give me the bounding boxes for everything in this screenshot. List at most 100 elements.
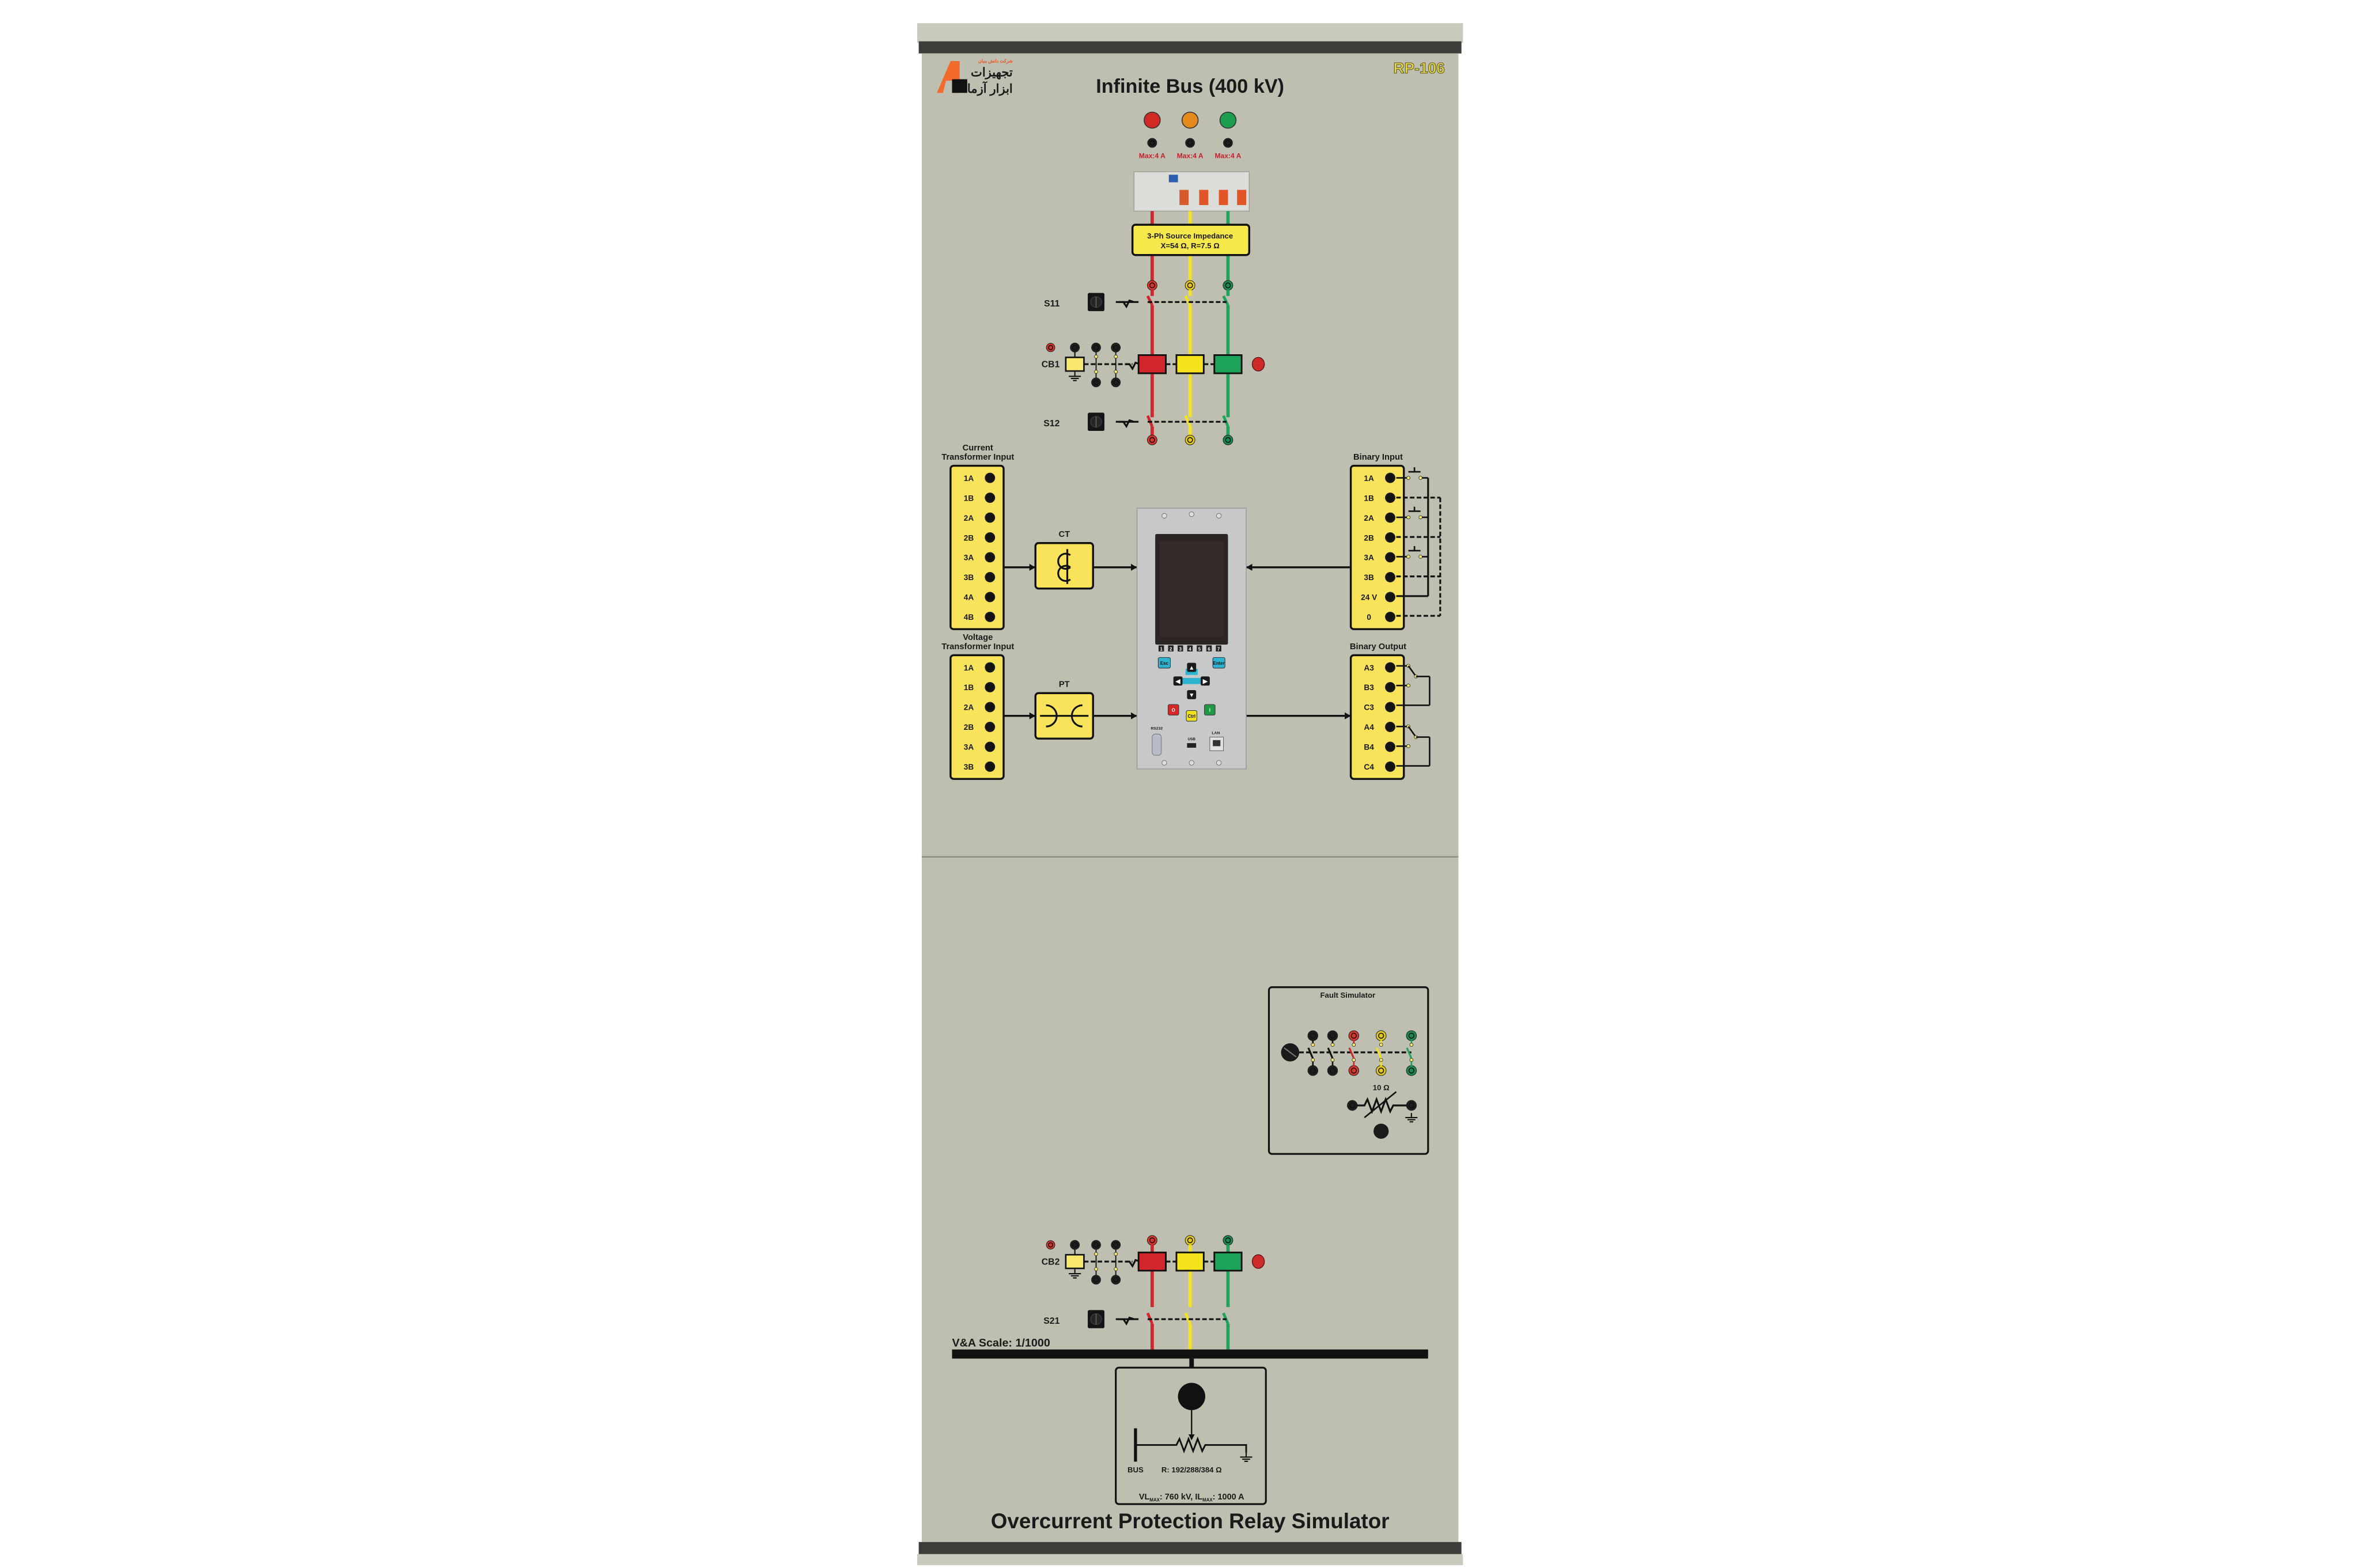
s11-top-socket-l2[interactable] — [1185, 280, 1195, 291]
fault-socket-bottom-1[interactable] — [1307, 1065, 1319, 1076]
fault-socket-top-2[interactable] — [1327, 1030, 1338, 1041]
fault-socket-bottom-4[interactable] — [1376, 1065, 1387, 1076]
fault-socket-bottom-3[interactable] — [1348, 1065, 1360, 1076]
s12-bottom-socket-l1[interactable] — [1146, 434, 1157, 445]
relay-ctrl-button[interactable] — [1186, 710, 1198, 722]
cb1-pole-l1[interactable] — [1137, 354, 1167, 374]
ct-input-terminal-1a[interactable] — [985, 472, 996, 483]
fault-resistor-socket-2[interactable] — [1406, 1100, 1417, 1111]
cb2-pole-l1[interactable] — [1137, 1251, 1167, 1272]
breaker-toggle[interactable] — [1179, 190, 1189, 205]
vt-input-terminal-2b[interactable] — [985, 721, 996, 732]
cb2-top-socket-l3[interactable] — [1223, 1235, 1233, 1246]
cb2-lamp-socket[interactable] — [1046, 1240, 1055, 1249]
binary-input-terminal-3a[interactable] — [1385, 552, 1395, 563]
binary-output-terminal-a4[interactable] — [1385, 721, 1395, 732]
relay-arrow-left-button[interactable] — [1173, 676, 1183, 686]
cb2-aux-socket-2[interactable] — [1111, 1240, 1121, 1250]
fuse-socket-l1[interactable] — [1147, 138, 1157, 148]
binary-input-terminal-24v[interactable] — [1385, 592, 1395, 603]
protection-relay[interactable]: ▲▼◀▶ — [1136, 507, 1247, 770]
vt-input-terminal-3b[interactable] — [985, 761, 996, 772]
fault-socket-top-1[interactable] — [1307, 1030, 1319, 1041]
socket-body — [1146, 280, 1157, 291]
vt-input-terminal-1b[interactable] — [985, 682, 996, 692]
ct-input-terminal-3b[interactable] — [985, 571, 996, 582]
relay-arrow-right-button[interactable] — [1201, 676, 1210, 686]
cb1-aux-socket-4[interactable] — [1111, 377, 1121, 388]
relay-close-button[interactable] — [1204, 704, 1216, 715]
fuse-socket-l2[interactable] — [1185, 138, 1195, 148]
load-resistance-label: R: 192/288/384 Ω — [1161, 1465, 1222, 1474]
relay-arrow-up-button[interactable] — [1187, 662, 1197, 672]
cb1-aux-socket-1[interactable] — [1091, 342, 1101, 353]
fault-simulator-title: Fault Simulator — [1320, 991, 1375, 999]
binary-output-terminal-c3[interactable] — [1385, 702, 1395, 713]
ct-input-terminal-4a[interactable] — [985, 592, 996, 603]
relay-arrow-down-button[interactable] — [1187, 690, 1197, 699]
load-selector-knob[interactable] — [1178, 1383, 1205, 1410]
cb1-coil-socket[interactable] — [1070, 342, 1080, 353]
main-circuit-breaker[interactable] — [1133, 171, 1250, 212]
fault-socket-bottom-5[interactable] — [1406, 1065, 1417, 1076]
fault-resistor-knob[interactable] — [1373, 1123, 1389, 1139]
vt-input-terminal-1a[interactable] — [985, 662, 996, 673]
ct-input-terminal-2a[interactable] — [985, 512, 996, 523]
fault-ground-icon — [1405, 1113, 1418, 1123]
binary-input-terminal-2b[interactable] — [1385, 532, 1395, 543]
socket-body — [985, 741, 996, 752]
s21-rotary-switch[interactable] — [1088, 1310, 1104, 1328]
binary-input-terminal-1a[interactable] — [1385, 472, 1395, 483]
s12-bottom-socket-l2[interactable] — [1185, 434, 1195, 445]
binary-input-terminal-1b[interactable] — [1385, 493, 1395, 503]
s11-top-socket-l3[interactable] — [1223, 280, 1233, 291]
relay-open-button[interactable] — [1167, 704, 1179, 715]
binary-output-terminal-b4[interactable] — [1385, 741, 1395, 752]
cb1-pole-l3[interactable] — [1213, 354, 1243, 374]
breaker-toggle[interactable] — [1237, 190, 1247, 205]
vt-input-terminal-2a[interactable] — [985, 702, 996, 713]
binary-input-terminal-3b[interactable] — [1385, 571, 1395, 582]
relay-esc-button[interactable] — [1157, 657, 1171, 669]
fault-selector-knob[interactable] — [1281, 1043, 1300, 1062]
cb2-coil-socket[interactable] — [1070, 1240, 1080, 1250]
binary-output-terminal-a3[interactable] — [1385, 662, 1395, 673]
fault-socket-top-4[interactable] — [1376, 1030, 1387, 1041]
cb1-pole-l2[interactable] — [1175, 354, 1205, 374]
ct-input-terminal-2b[interactable] — [985, 532, 996, 543]
binary-output-terminal-c4[interactable] — [1385, 761, 1395, 772]
s11-rotary-switch[interactable] — [1088, 293, 1104, 312]
breaker-toggle[interactable] — [1219, 190, 1228, 205]
cb2-aux-socket-3[interactable] — [1091, 1275, 1101, 1285]
cb1-lamp-socket[interactable] — [1046, 343, 1055, 353]
fuse-socket-l3[interactable] — [1223, 138, 1233, 148]
binary-output-terminal-b3[interactable] — [1385, 682, 1395, 692]
cb1-aux-socket-2[interactable] — [1111, 342, 1121, 353]
fault-resistor-socket-1[interactable] — [1347, 1100, 1358, 1111]
cb2-top-socket-l1[interactable] — [1146, 1235, 1157, 1246]
fault-socket-top-3[interactable] — [1348, 1030, 1360, 1041]
cb2-pole-l2[interactable] — [1175, 1251, 1205, 1272]
ct-input-terminal-3a[interactable] — [985, 552, 996, 563]
socket-hole — [987, 704, 993, 710]
ct-input-terminal-1b[interactable] — [985, 493, 996, 503]
breaker-toggle[interactable] — [1199, 190, 1209, 205]
s12-bottom-socket-l3[interactable] — [1223, 434, 1233, 445]
s11-top-socket-l1[interactable] — [1146, 280, 1157, 291]
vt-input-terminal-label: 3B — [964, 763, 974, 771]
vt-input-terminal-3a[interactable] — [985, 741, 996, 752]
binary-input-terminal-2a[interactable] — [1385, 512, 1395, 523]
s12-rotary-switch[interactable] — [1088, 412, 1104, 431]
cb2-aux-socket-1[interactable] — [1091, 1240, 1101, 1250]
relay-enter-button[interactable] — [1212, 657, 1225, 669]
ct-input-terminal-4b[interactable] — [985, 611, 996, 622]
cb1-aux-socket-3[interactable] — [1091, 377, 1101, 388]
cb2-top-socket-l2[interactable] — [1185, 1235, 1195, 1246]
relay-rs232-port[interactable] — [1152, 733, 1162, 756]
fault-socket-top-5[interactable] — [1406, 1030, 1417, 1041]
cb2-pole-l3[interactable] — [1213, 1251, 1243, 1272]
fault-socket-bottom-2[interactable] — [1327, 1065, 1338, 1076]
relay-usb-port[interactable] — [1187, 743, 1197, 748]
cb2-aux-socket-4[interactable] — [1111, 1275, 1121, 1285]
binary-input-terminal-0[interactable] — [1385, 611, 1395, 622]
